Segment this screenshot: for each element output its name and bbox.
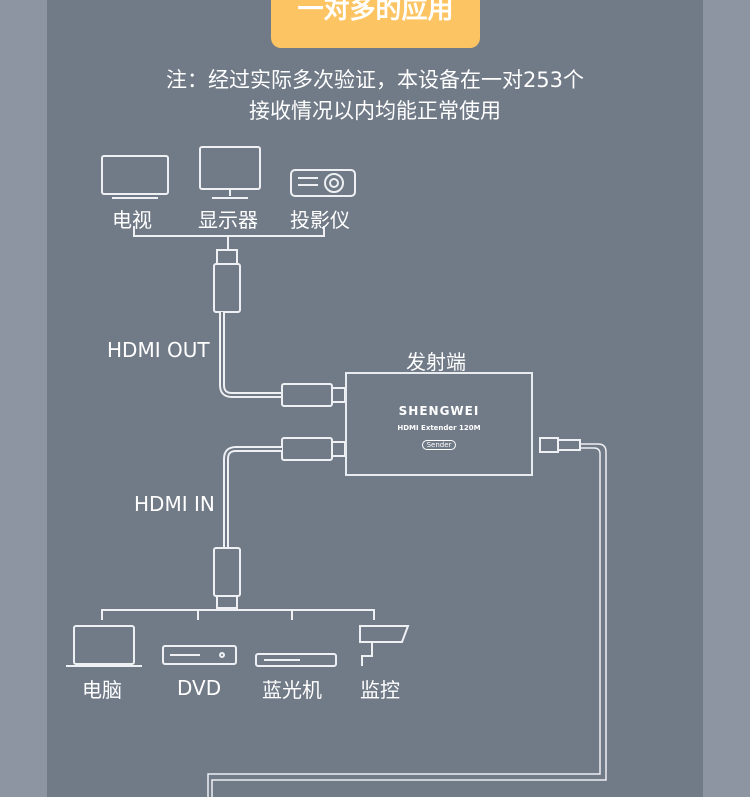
laptop-icon bbox=[66, 625, 142, 667]
note-line-1: 注：经过实际多次验证，本设备在一对253个 bbox=[165, 68, 585, 92]
input-label-bluray: 蓝光机 bbox=[262, 678, 322, 702]
device-brand: SHENGWEI bbox=[398, 404, 480, 418]
background-panel bbox=[47, 0, 703, 797]
extender-sender-device: SHENGWEI HDMI Extender 120M Sender bbox=[345, 372, 533, 476]
input-label-dvd: DVD bbox=[177, 676, 222, 700]
device-model: HDMI Extender 120M bbox=[397, 424, 481, 432]
tv-icon bbox=[101, 155, 169, 199]
monitor-icon bbox=[199, 146, 261, 199]
input-label-camera: 监控 bbox=[360, 678, 400, 702]
hdmi-in-label: HDMI IN bbox=[134, 492, 215, 516]
security-camera-icon bbox=[359, 625, 410, 666]
output-label-monitor: 显示器 bbox=[198, 208, 258, 232]
projector-icon bbox=[290, 169, 356, 197]
output-label-tv: 电视 bbox=[112, 208, 152, 232]
device-role-badge: Sender bbox=[421, 440, 457, 450]
page-title: 一对多的应用 bbox=[271, 0, 480, 48]
sender-label: 发射端 bbox=[406, 350, 466, 374]
input-label-pc: 电脑 bbox=[82, 678, 122, 702]
output-label-projector: 投影仪 bbox=[290, 208, 350, 232]
note-line-2: 接收情况以内均能正常使用 bbox=[249, 99, 501, 123]
hdmi-out-label: HDMI OUT bbox=[107, 338, 210, 362]
bluray-player-icon bbox=[255, 653, 337, 667]
dvd-player-icon bbox=[162, 645, 237, 665]
